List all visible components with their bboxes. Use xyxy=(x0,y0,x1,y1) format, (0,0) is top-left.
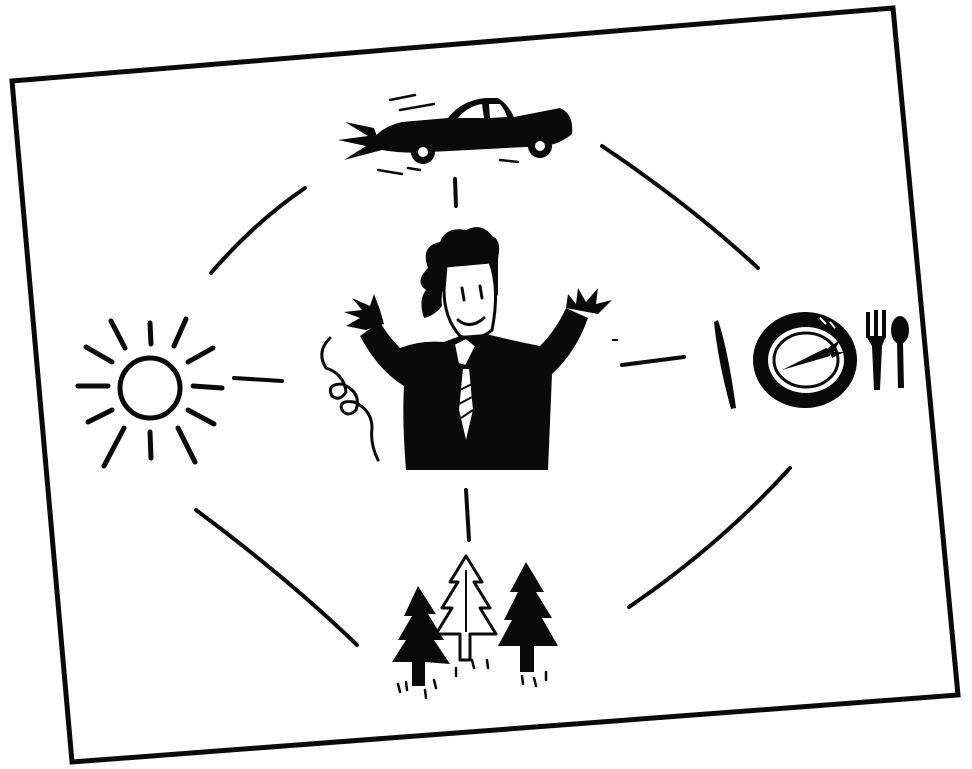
connector-car-person xyxy=(455,179,456,206)
